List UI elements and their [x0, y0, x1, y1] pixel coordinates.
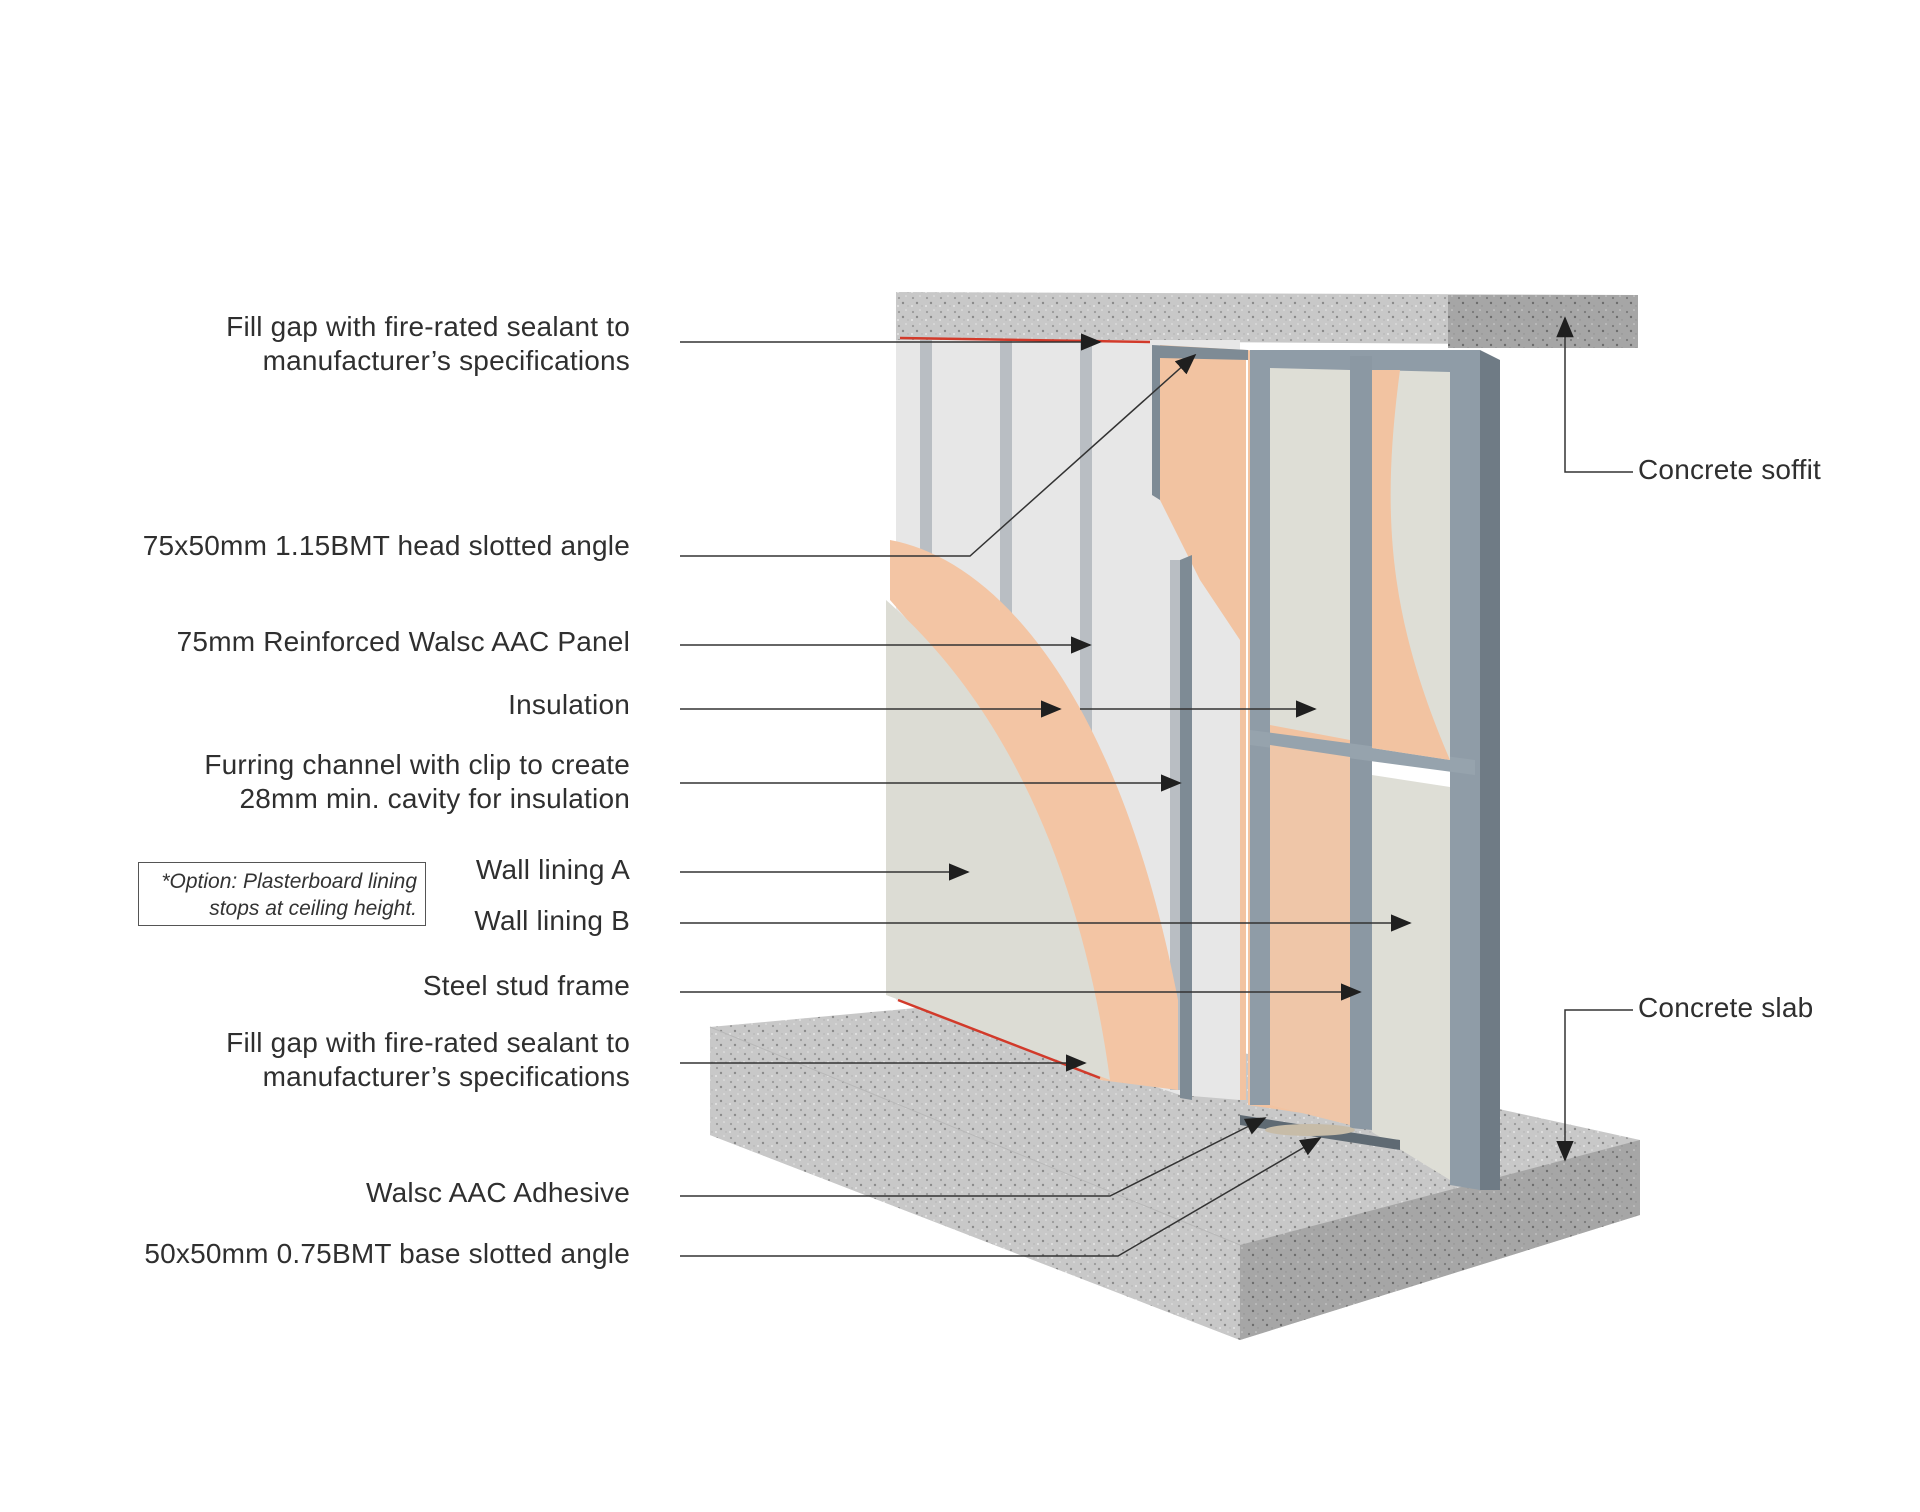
label-sealant-bottom: Fill gap with fire-rated sealant to manu…: [226, 1027, 630, 1092]
label-base-slotted-angle: 50x50mm 0.75BMT base slotted angle: [144, 1238, 630, 1269]
label-head-slotted-angle: 75x50mm 1.15BMT head slotted angle: [142, 530, 630, 561]
label-concrete-slab: Concrete slab: [1638, 992, 1814, 1023]
label-wall-lining-b: Wall lining B: [474, 905, 630, 936]
concrete-soffit: [896, 292, 1638, 348]
label-concrete-soffit: Concrete soffit: [1638, 454, 1822, 485]
label-aac-adhesive: Walsc AAC Adhesive: [365, 1177, 630, 1208]
label-furring-channel: Furring channel with clip to create 28mm…: [204, 749, 630, 814]
label-insulation: Insulation: [508, 689, 630, 720]
concrete-slab: [709, 1000, 1640, 1340]
wall-lining-b: [1270, 368, 1450, 1180]
base-slotted-angle: [1240, 1115, 1400, 1150]
right-leader-lines: [1556, 316, 1633, 1162]
wall-lining-a: [886, 600, 1110, 1080]
label-wall-lining-a: Wall lining A: [475, 854, 630, 885]
option-note: *Option: Plasterboard lining stops at ce…: [138, 862, 426, 926]
label-sealant-top: Fill gap with fire-rated sealant to manu…: [226, 311, 630, 376]
label-steel-stud-frame: Steel stud frame: [422, 970, 630, 1001]
leader-lines: [680, 333, 1412, 1257]
furring-channel: [1180, 555, 1192, 1100]
steel-stud-frame: [1250, 350, 1500, 1190]
label-aac-panel: 75mm Reinforced Walsc AAC Panel: [176, 626, 630, 657]
